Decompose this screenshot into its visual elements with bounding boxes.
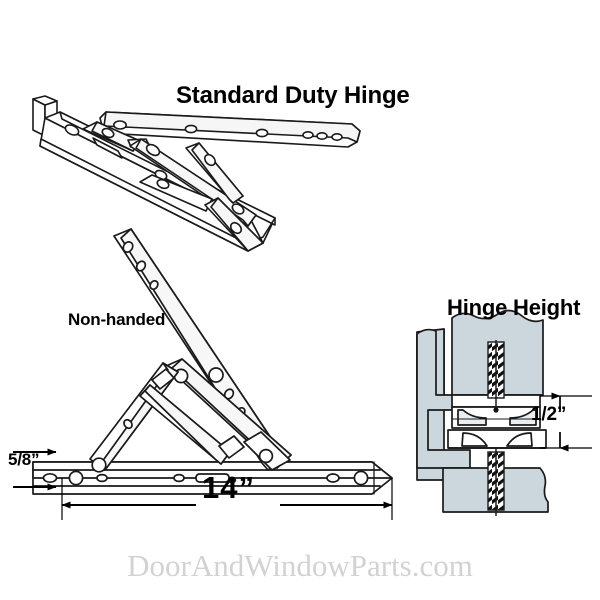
- dimension-label-track-height: 5/8”: [8, 450, 40, 469]
- overall-length-dimension: [61, 478, 393, 520]
- dimension-label-length: 14”: [202, 470, 255, 505]
- upper-hinge-assembly: [32, 95, 361, 252]
- lower-mounting-screw: [487, 448, 505, 516]
- lower-mid-link: [139, 368, 245, 465]
- title-hinge-height: Hinge Height: [447, 295, 581, 320]
- dimension-label-hinge-height: 1/2”: [531, 404, 567, 425]
- hinge-height-cross-section: [416, 309, 592, 516]
- watermark-text: DoorAndWindowParts.com: [127, 548, 473, 583]
- lower-pivot-bracket: [243, 431, 291, 471]
- upper-short-link: [82, 121, 150, 152]
- upper-stub-arm: [139, 174, 213, 212]
- upper-mounting-screw: [487, 340, 505, 413]
- track-height-dimension: [13, 448, 57, 491]
- lower-base-track: [32, 461, 393, 495]
- upper-end-bracket: [204, 197, 264, 252]
- lower-hinge-assembly: [32, 228, 393, 495]
- upper-mid-connector: [185, 142, 244, 204]
- lower-long-arm: [113, 228, 286, 471]
- title-standard-duty-hinge: Standard Duty Hinge: [176, 82, 410, 109]
- label-non-handed: Non-handed: [68, 310, 166, 329]
- hinge-height-dimension: [540, 392, 592, 452]
- outer-frame-profile: [416, 328, 471, 481]
